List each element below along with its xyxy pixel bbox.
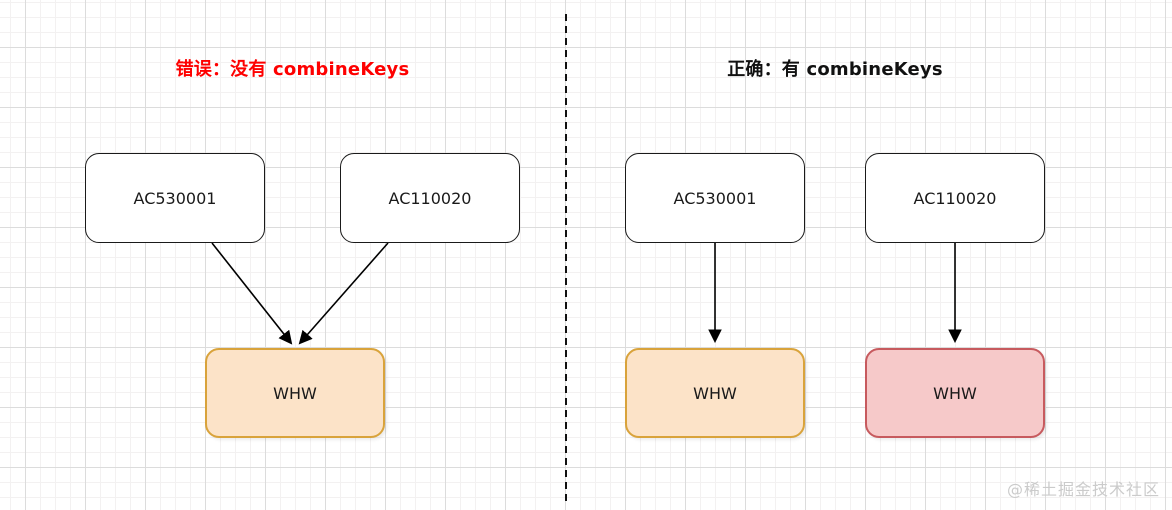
left-panel-title: 错误：没有 combineKeys	[175, 59, 410, 80]
node-left-whw-orange: WHW	[205, 348, 385, 438]
node-right-whw-pink: WHW	[865, 348, 1045, 438]
node-right-ac530001: AC530001	[625, 153, 805, 243]
edge-left-AC530001-to-left-WHW	[211, 242, 293, 345]
node-left-ac530001: AC530001	[85, 153, 265, 243]
watermark-text: @稀土掘金技术社区	[1006, 480, 1160, 499]
edge-left-AC110020-to-left-WHW	[298, 242, 389, 345]
right-panel-title: 正确：有 combineKeys	[727, 59, 943, 80]
node-right-ac110020: AC110020	[865, 153, 1045, 243]
node-left-ac110020: AC110020	[340, 153, 520, 243]
node-right-whw-orange: WHW	[625, 348, 805, 438]
